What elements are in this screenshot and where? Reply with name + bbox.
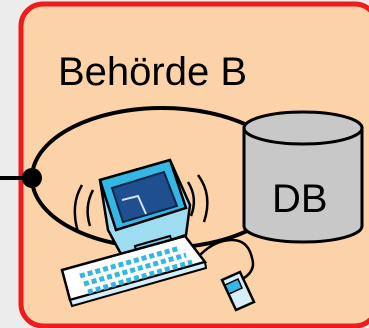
mouse-icon: [220, 270, 256, 312]
keyboard-icon: [60, 234, 208, 308]
connection-node-icon: [22, 168, 42, 188]
database-icon: [242, 110, 364, 244]
authority-title: Behörde B: [58, 50, 248, 94]
database-label: DB: [272, 177, 328, 221]
mouse-cable: [199, 238, 255, 280]
authority-box: [18, 1, 369, 328]
